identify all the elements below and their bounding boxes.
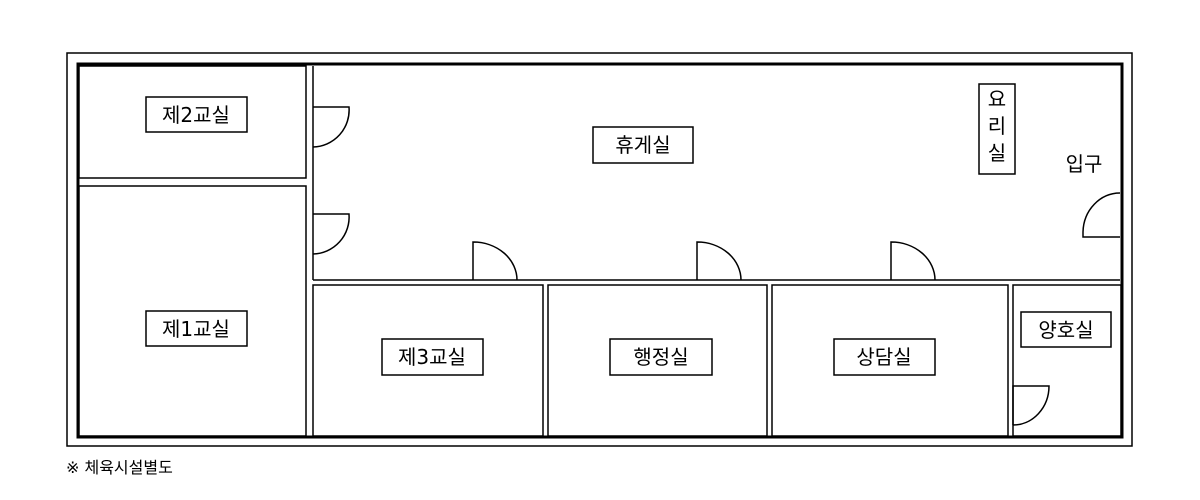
door-infirmary [1012, 385, 1050, 426]
room-classroom3 [312, 284, 544, 437]
building-wall [76, 62, 1124, 439]
label-infirmary: 양호실 [1038, 318, 1093, 342]
door-entrance [1082, 192, 1121, 238]
label-box-lounge [592, 126, 694, 164]
room-admin [547, 284, 768, 437]
room-counseling [771, 284, 1009, 437]
label-lounge: 휴게실 [615, 133, 670, 157]
label-box-counseling [833, 338, 936, 376]
label-classroom1: 제1교실 [162, 317, 230, 341]
label-kitchen-2: 리 [988, 114, 1006, 138]
label-box-classroom2 [145, 96, 248, 133]
label-kitchen-3: 실 [988, 141, 1006, 165]
label-box-classroom1 [145, 310, 248, 347]
label-classroom2: 제2교실 [162, 103, 230, 127]
label-counseling: 상담실 [856, 345, 911, 369]
label-box-admin [609, 338, 713, 376]
door-classroom1 [312, 213, 350, 255]
room-classroom2 [78, 65, 307, 179]
outer-frame [66, 52, 1133, 447]
label-classroom3: 제3교실 [398, 345, 466, 369]
door-admin [696, 241, 742, 281]
door-counseling [890, 241, 936, 281]
door-classroom3 [472, 241, 518, 281]
label-kitchen-1: 요 [988, 87, 1006, 111]
room-infirmary [1012, 284, 1122, 437]
label-admin: 행정실 [633, 345, 688, 369]
footnote: ※ 체육시설별도 [66, 458, 173, 477]
room-classroom1 [78, 185, 307, 437]
label-entrance: 입구 [1066, 152, 1103, 176]
label-box-infirmary [1020, 311, 1112, 348]
label-box-classroom3 [381, 338, 484, 376]
door-classroom2 [312, 106, 350, 148]
label-box-kitchen [978, 83, 1016, 175]
